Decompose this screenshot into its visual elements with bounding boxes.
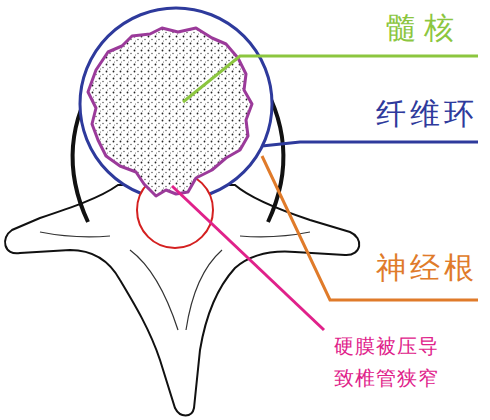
part-label: 神经根 (376, 250, 478, 286)
nucleus-pulposus (88, 28, 252, 196)
leader-line-nucleus (183, 56, 478, 102)
part-label: 髓核 (386, 10, 462, 46)
leader-line-annulus (262, 142, 478, 146)
leader-line-dura (172, 186, 324, 330)
note-label: 硬膜被压导致椎管狭窄 (334, 330, 446, 394)
leader-line-nerve-root (262, 156, 478, 300)
annulus-outline (80, 8, 272, 200)
part-label: 纤维环 (376, 96, 478, 132)
